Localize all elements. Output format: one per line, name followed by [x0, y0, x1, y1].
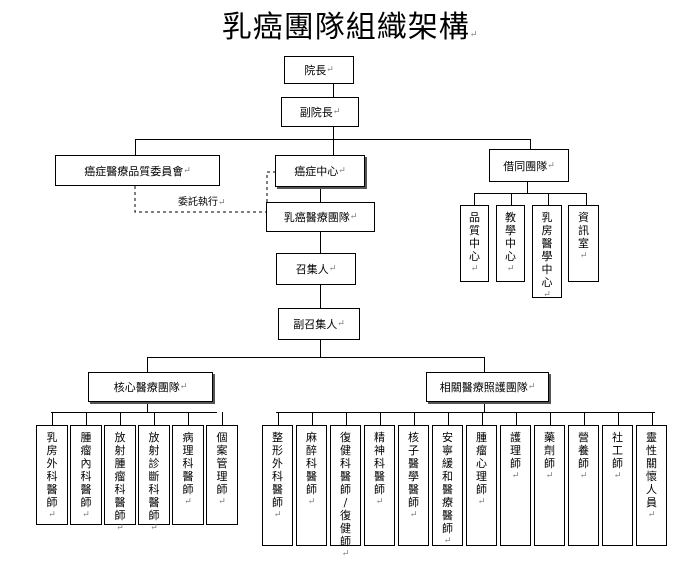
branch-line [86, 412, 87, 425]
related-member-rehab: 復健科醫師/復健師↵ [330, 425, 361, 559]
partner-unit-it: 資訊室↵ [568, 205, 599, 282]
branch-line [448, 412, 449, 425]
node-vice-president: 副院長↵ [281, 97, 359, 127]
node-core-team: 核心醫療團隊↵ [88, 372, 213, 402]
node-quality-committee: 癌症醫療品質委員會↵ [55, 155, 220, 186]
delegation-label: 委託執行↵ [178, 197, 226, 208]
branch-line [652, 412, 653, 425]
core-member-case-manager: 個案管理師↵ [206, 425, 238, 525]
related-member-psychologist: 腫瘤心理師↵ [466, 425, 497, 546]
branch-line [222, 412, 223, 425]
node-breast-team: 乳癌醫療團隊↵ [266, 202, 375, 232]
related-member-anesthesiologist: 麻醉科醫師↵ [296, 425, 327, 546]
node-partner-team: 借同團隊↵ [489, 149, 569, 182]
branch-line [312, 412, 313, 425]
related-member-nuclear-medicine: 核子醫學醫師↵ [398, 425, 429, 546]
core-member-pathologist: 病理科醫師↵ [172, 425, 204, 525]
branch-line [346, 412, 347, 425]
node-president: 院長↵ [284, 56, 354, 84]
branch-line [52, 412, 53, 425]
partner-unit-quality: 品質中心↵ [460, 205, 489, 282]
related-member-nurse: 護理師↵ [500, 425, 531, 546]
branch-line [414, 412, 415, 425]
core-member-oncologist: 腫瘤內科醫師↵ [70, 425, 102, 525]
core-member-radiation-oncologist: 放射腫瘤科醫師↵ [104, 425, 136, 533]
related-member-dietitian: 營養師↵ [568, 425, 599, 546]
branch-line [154, 412, 155, 425]
branch-line [550, 412, 551, 425]
related-member-palliative: 安寧緩和醫療醫師↵ [432, 425, 463, 546]
branch-line [618, 412, 619, 425]
core-member-breast-surgeon: 乳房外科醫師↵ [36, 425, 68, 525]
node-vice-convener: 副召集人↵ [278, 308, 360, 340]
node-convener: 召集人↵ [276, 253, 356, 285]
branch-line [584, 412, 585, 425]
branch-line [380, 412, 381, 425]
partner-unit-breast-center: 乳房醫學中心↵ [532, 205, 562, 300]
branch-line [516, 412, 517, 425]
node-cancer-center: 癌症中心↵ [275, 155, 365, 187]
related-member-pharmacist: 藥劑師↵ [534, 425, 565, 546]
branch-line [482, 412, 483, 425]
related-member-plastic-surgeon: 整形外科醫師↵ [262, 425, 293, 546]
node-related-team: 相關醫療照護團隊↵ [426, 372, 549, 402]
related-member-social-worker: 社工師↵ [602, 425, 633, 546]
related-member-spiritual-care: 靈性關懷人員↵ [636, 425, 667, 546]
branch-line [278, 412, 279, 425]
core-member-radiologist: 放射診斷科醫師↵ [138, 425, 170, 533]
partner-unit-teaching: 教學中心↵ [496, 205, 525, 282]
branch-line [120, 412, 121, 425]
page-title: 乳癌團隊組織架構↵ [221, 10, 479, 45]
branch-line [188, 412, 189, 425]
related-member-psychiatrist: 精神科醫師↵ [364, 425, 395, 546]
